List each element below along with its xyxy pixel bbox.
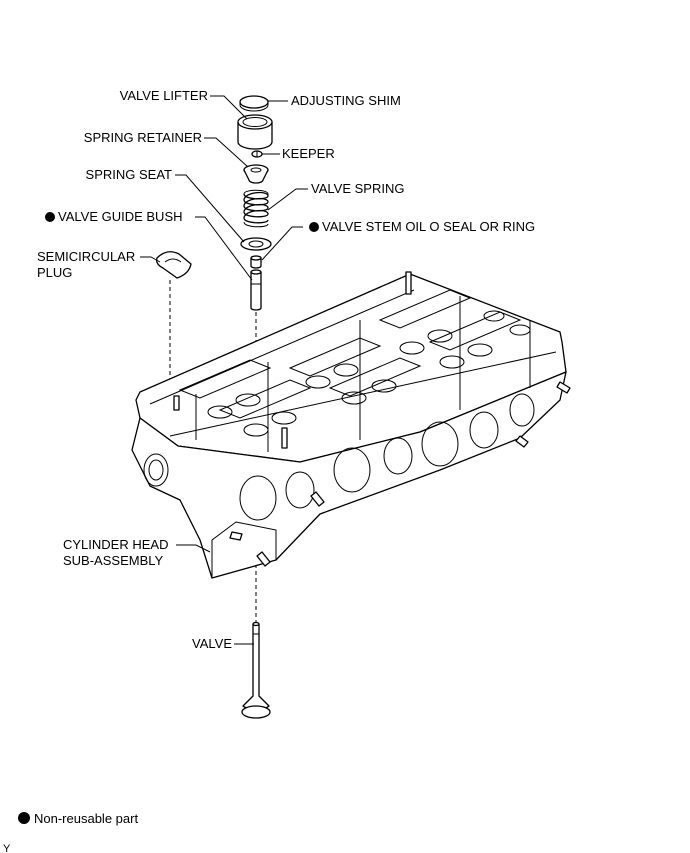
label-cylinder-head: CYLINDER HEAD [63,537,168,552]
label-sub-assembly: SUB-ASSEMBLY [63,553,164,568]
label-valve: VALVE [192,636,232,651]
valve-guide-bush-part [250,269,262,311]
legend-text: Non-reusable part [34,811,138,826]
oil-seal-part [250,255,262,269]
label-adjusting-shim: ADJUSTING SHIM [291,93,401,108]
label-keeper: KEEPER [282,146,335,161]
label-valve-guide-bush: VALVE GUIDE BUSH [58,209,183,224]
cylinder-head-part [131,271,571,579]
adjusting-shim-part [239,95,269,112]
corner-mark: Y [3,843,11,853]
spring-seat-part [240,237,272,251]
spring-retainer-part [243,164,269,184]
label-spring-seat: SPRING SEAT [86,167,173,182]
label-valve-lifter: VALVE LIFTER [120,88,208,103]
non-reusable-marker [45,212,55,222]
label-spring-retainer: SPRING RETAINER [84,130,202,145]
valve-part [241,621,271,719]
valve-train-parts [237,95,273,622]
label-semicircular: SEMICIRCULAR [37,249,135,264]
keeper-part [251,150,263,158]
leader-lines [140,95,308,645]
label-valve-spring: VALVE SPRING [311,181,404,196]
non-reusable-marker [309,222,319,232]
label-valve-stem-oil-seal: VALVE STEM OIL O SEAL OR RING [322,219,535,234]
valve-lifter-part [237,114,273,150]
label-plug: PLUG [37,265,72,280]
legend-marker [18,812,30,824]
valve-spring-part [243,189,269,228]
